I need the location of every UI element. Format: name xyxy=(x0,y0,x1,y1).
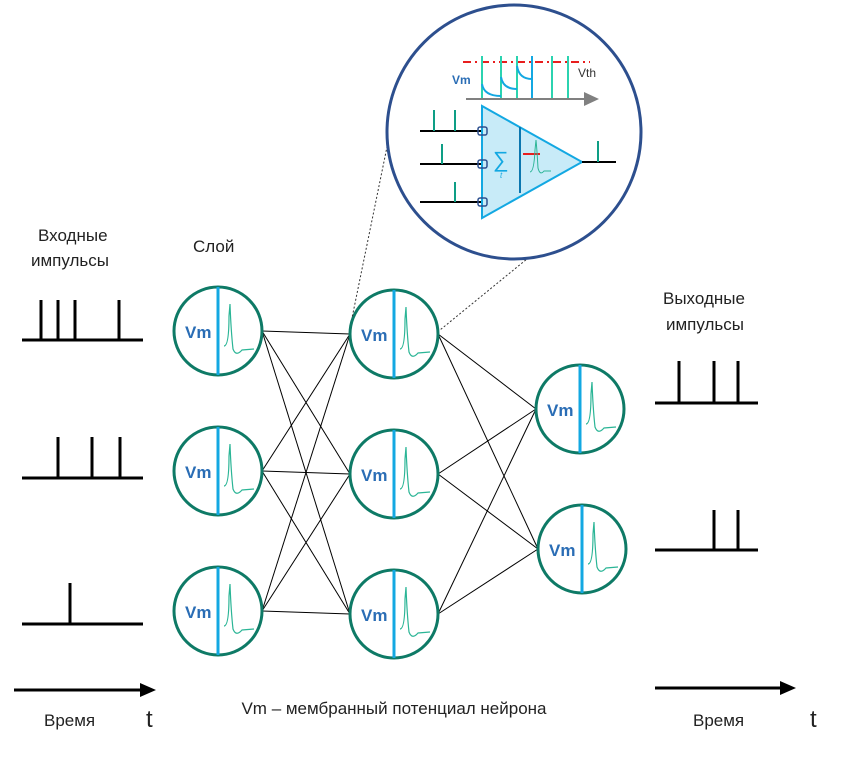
time-label-left: Время xyxy=(44,711,95,730)
output-spike-train xyxy=(655,361,758,405)
zoom-guide-line xyxy=(351,141,389,319)
neuron: Vm xyxy=(536,503,628,595)
spike-trains xyxy=(22,300,758,626)
sum-subscript: t xyxy=(500,171,503,180)
synapse-icon xyxy=(477,197,488,207)
action-potential-icon xyxy=(223,583,255,634)
input-spike-train xyxy=(22,300,143,342)
time-label-right: Время xyxy=(693,711,744,730)
output-spikes-label: Выходные импульсы xyxy=(663,289,750,334)
neuron-triangle xyxy=(481,104,585,220)
input-spike-train xyxy=(22,437,143,480)
neuron: Vm xyxy=(534,363,626,455)
t-label-right: t xyxy=(810,706,817,733)
layer-label: Слой xyxy=(193,237,234,256)
connection xyxy=(261,333,351,612)
membrane-decay xyxy=(481,65,533,97)
action-potential-icon xyxy=(223,443,255,494)
connection xyxy=(437,473,539,550)
zoom-vth-label: Vth xyxy=(578,66,596,80)
connection xyxy=(261,610,351,615)
action-potential-icon xyxy=(587,521,619,572)
input-spikes-label: Входные импульсы xyxy=(31,226,112,270)
zoom-vm-label: Vm xyxy=(452,73,471,87)
vm-label: Vm xyxy=(549,541,575,560)
vm-label: Vm xyxy=(361,606,387,625)
vm-label: Vm xyxy=(361,326,387,345)
vm-label: Vm xyxy=(185,603,211,622)
synapse-icon xyxy=(477,159,488,169)
neuron: Vm xyxy=(172,425,264,517)
arrow-head-icon xyxy=(780,681,796,695)
action-potential-icon xyxy=(585,381,617,432)
t-label-left: t xyxy=(146,706,153,733)
connection xyxy=(437,333,537,410)
arrow-head-icon xyxy=(140,683,156,697)
action-potential-icon xyxy=(223,303,255,354)
neuron: Vm xyxy=(172,565,264,657)
action-potential-icon xyxy=(399,586,431,637)
neuron: Vm xyxy=(172,285,264,377)
caption: Vm – мембранный потенциал нейрона xyxy=(241,699,547,718)
vm-label: Vm xyxy=(185,463,211,482)
action-potential-icon xyxy=(529,139,551,174)
vm-label: Vm xyxy=(361,466,387,485)
action-potential-icon xyxy=(399,306,431,357)
connection xyxy=(261,333,351,472)
zoomed-neuron: Vm Vth ∑ t xyxy=(385,3,643,261)
action-potential-icon xyxy=(399,446,431,497)
connection xyxy=(437,408,537,615)
synapse-icon xyxy=(477,126,488,136)
output-spike-train xyxy=(655,510,758,552)
connection xyxy=(261,330,351,335)
connection xyxy=(437,548,539,615)
vm-label: Vm xyxy=(547,401,573,420)
vm-label: Vm xyxy=(185,323,211,342)
connection xyxy=(437,333,539,550)
neuron: Vm xyxy=(348,428,440,520)
arrow-head-icon xyxy=(584,92,599,106)
neuron: Vm xyxy=(348,568,440,660)
sum-symbol: ∑ xyxy=(493,147,509,172)
connections xyxy=(261,330,539,615)
connection xyxy=(261,473,351,612)
neuron: Vm xyxy=(348,288,440,380)
connection xyxy=(437,408,537,475)
input-spike-train xyxy=(22,583,143,626)
